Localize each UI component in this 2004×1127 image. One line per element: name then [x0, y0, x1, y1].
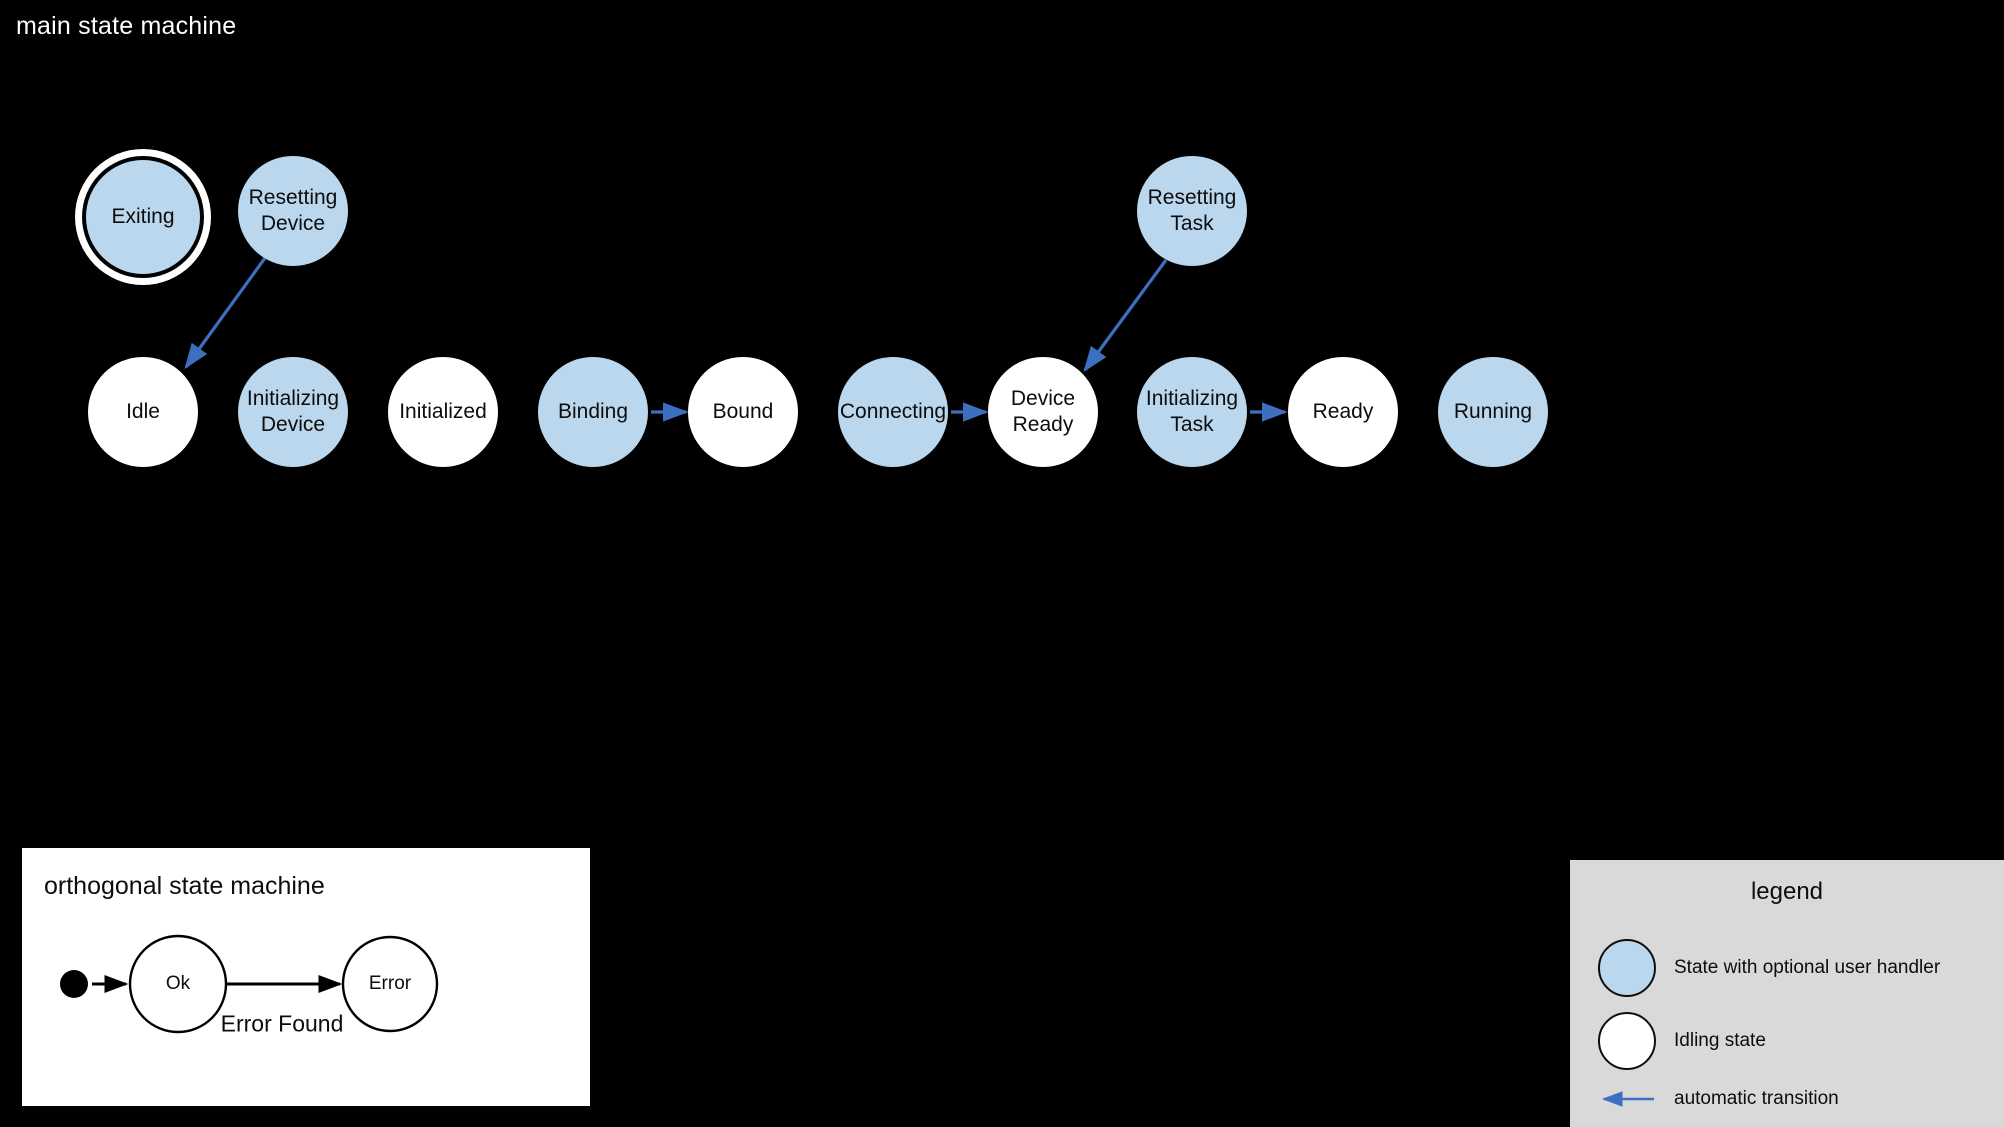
orthogonal-panel-title: orthogonal state machine [44, 872, 325, 900]
orthogonal-state-node-label: Error [368, 973, 412, 994]
orthogonal-transition-label: Error Found [220, 1010, 344, 1037]
state-node-label: Initialized [399, 400, 487, 424]
legend-blue-circle-icon [1598, 939, 1656, 997]
legend-arrow-left-icon [1601, 1091, 1654, 1107]
orthogonal-state-node-label: Ok [165, 973, 191, 994]
state-node-label: Exiting [111, 205, 175, 229]
transition-resetting_task-to-device_ready [1083, 259, 1168, 373]
orthogonal-initial-state-dot[interactable] [60, 970, 88, 998]
orthogonal-state-node-error[interactable] [341, 935, 439, 1033]
legend-item-handler-state: State with optional user handler [1598, 939, 1940, 997]
state-node-label: Bound [712, 400, 774, 424]
page-title: main state machine [16, 12, 237, 40]
state-node-label: Ready [1312, 400, 1374, 424]
legend-item-automatic-transition: automatic transition [1598, 1088, 1839, 1110]
state-node-initialized[interactable]: Initialized [388, 357, 498, 467]
state-node-label: Running [1453, 400, 1533, 424]
orthogonal-state-machine-panel: orthogonal state machine Error Found Ok Er… [22, 848, 590, 1106]
state-node-label: Connecting [839, 400, 947, 424]
state-node-exiting[interactable]: Exiting [86, 160, 200, 274]
legend-panel: legend State with optional user handler … [1570, 860, 2004, 1127]
state-node-label: Idle [126, 400, 160, 424]
state-node-ready[interactable]: Ready [1288, 357, 1398, 467]
state-node-idle[interactable]: Idle [88, 357, 198, 467]
state-node-binding[interactable]: Binding [538, 357, 648, 467]
state-node-label: Binding [557, 400, 629, 424]
legend-title: legend [1750, 878, 1824, 905]
orthogonal-edges-layer [60, 934, 439, 1034]
transition-resetting_device-to-idle [184, 257, 267, 370]
legend-item-label: Idling state [1674, 1030, 1766, 1051]
orthogonal-state-node-ok[interactable] [128, 934, 228, 1034]
state-node-bound[interactable]: Bound [688, 357, 798, 467]
state-node-running[interactable]: Running [1438, 357, 1548, 467]
legend-item-idling-state: Idling state [1598, 1012, 1766, 1070]
legend-item-label: State with optional user handler [1674, 957, 1941, 978]
state-node-connecting[interactable]: Connecting [838, 357, 948, 467]
legend-white-circle-icon [1598, 1012, 1656, 1070]
legend-item-label: automatic transition [1674, 1088, 1839, 1109]
